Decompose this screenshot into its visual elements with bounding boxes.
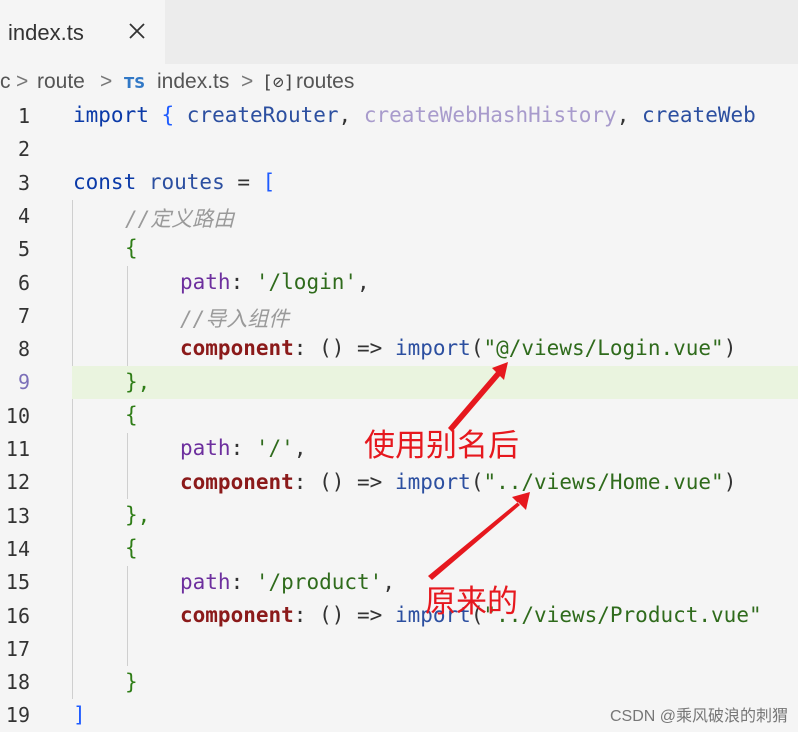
line-number: 2 [17, 137, 30, 162]
code-line-8: component: () => import("@/views/Login.v… [180, 336, 737, 360]
code-line-14: { [125, 536, 138, 560]
code-line-1: import { createRouter, createWebHashHist… [73, 103, 756, 127]
code-line-4-comment: //定义路由 [125, 207, 235, 231]
line-number: 10 [5, 403, 30, 428]
indent-guide [127, 433, 128, 499]
arrow-up-right-icon [448, 362, 508, 432]
breadcrumb-segment-file[interactable]: index.ts [157, 70, 230, 93]
indent-guide [127, 566, 128, 666]
breadcrumb-segment-src[interactable]: c [0, 70, 11, 93]
symbol-variable-icon: [⊘] [262, 72, 295, 93]
watermark: CSDN @乘风破浪的刺猬 [609, 708, 788, 725]
line-number: 11 [5, 437, 30, 461]
tab-bar: index.ts [0, 0, 798, 64]
line-number: 7 [17, 303, 30, 328]
chevron-right-icon: > [16, 70, 29, 93]
code-line-12: component: () => import("../views/Home.v… [180, 470, 737, 494]
line-number: 4 [17, 203, 30, 228]
line-number: 12 [5, 470, 30, 495]
typescript-file-icon: TS [124, 74, 146, 92]
breadcrumb-segment-route[interactable]: route [37, 70, 85, 93]
current-line-highlight [72, 366, 798, 400]
breadcrumb-segment-symbol[interactable]: routes [296, 70, 355, 93]
chevron-right-icon: > [241, 70, 254, 93]
code-line-3: const routes = [ [73, 170, 276, 194]
annotation-original: 原来的 [425, 584, 518, 619]
code-line-16: component: () => import("../views/Produc… [180, 603, 762, 627]
line-number: 16 [5, 603, 30, 628]
code-line-5: { [125, 236, 138, 260]
line-number: 3 [17, 170, 30, 195]
line-number: 5 [17, 237, 30, 262]
code-line-10: { [125, 403, 138, 427]
chevron-right-icon: > [100, 70, 113, 93]
indent-guide [127, 266, 128, 366]
line-number: 14 [5, 536, 30, 561]
annotation-after-alias: 使用别名后 [364, 428, 519, 463]
line-number: 13 [5, 503, 30, 528]
line-number: 17 [5, 636, 30, 661]
arrow-up-right-icon [428, 492, 530, 580]
tab-label: index.ts [8, 20, 84, 45]
indent-guide [72, 200, 73, 699]
code-line-7-comment: //导入组件 [180, 307, 290, 331]
code-line-19: ] [73, 703, 86, 727]
line-number: 15 [5, 570, 30, 595]
tab-index-ts[interactable]: index.ts [0, 0, 165, 64]
code-line-18: } [125, 670, 138, 694]
code-line-15: path: '/product', [180, 570, 395, 594]
line-number: 18 [5, 670, 30, 695]
code-line-13: }, [125, 503, 151, 527]
line-number: 19 [5, 703, 30, 728]
code-line-9: }, [125, 370, 151, 394]
code-line-11: path: '/', [180, 436, 307, 460]
line-number: 9 [17, 370, 30, 395]
close-icon[interactable] [126, 20, 148, 42]
line-number: 6 [17, 270, 30, 295]
code-line-6: path: '/login', [180, 270, 370, 294]
line-number: 1 [17, 104, 30, 128]
line-number: 8 [17, 337, 30, 362]
